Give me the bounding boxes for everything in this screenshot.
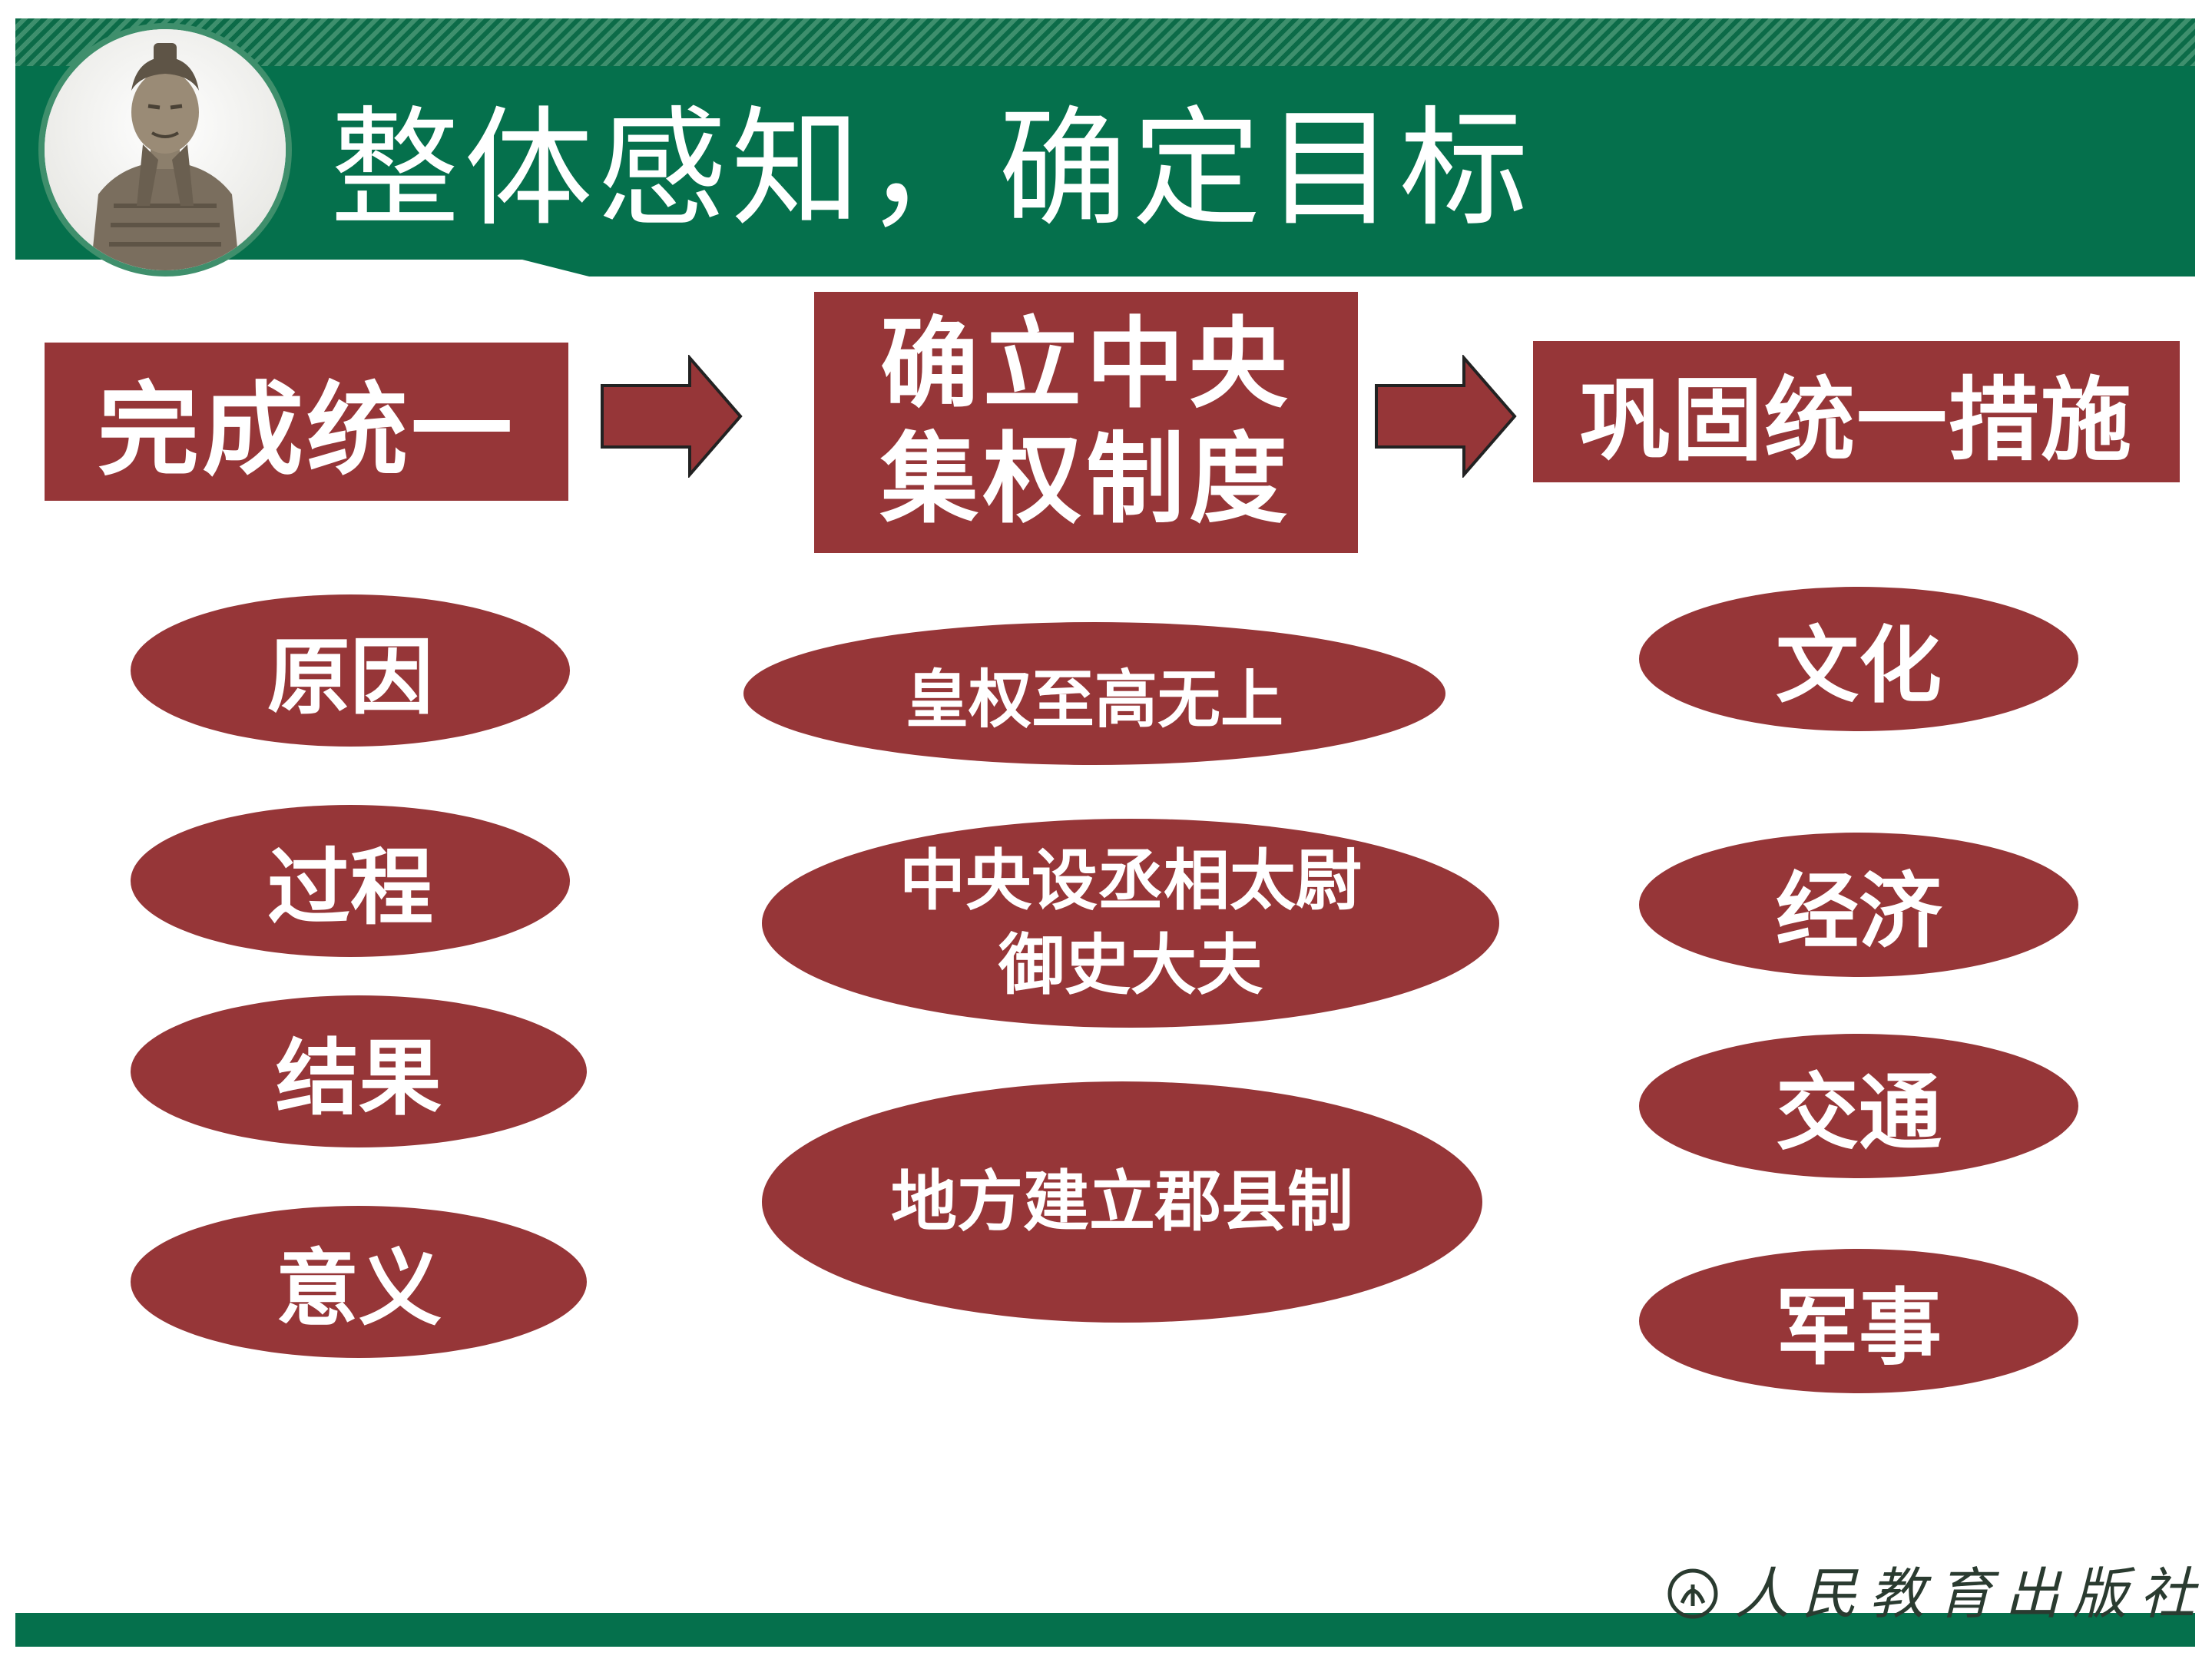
- terracotta-warrior-icon: [38, 23, 292, 276]
- header-stripe: [15, 18, 2195, 66]
- item-commandery-county-system: 地方建立郡县制: [762, 1081, 1482, 1323]
- item-label: 意义: [275, 1241, 442, 1337]
- item-significance: 意义: [131, 1206, 587, 1358]
- item-label: 经济: [1775, 864, 1942, 960]
- item-economy: 经济: [1639, 833, 2078, 977]
- item-label: 交通: [1775, 1065, 1942, 1161]
- arrow-right-icon: [601, 355, 743, 478]
- publisher-logo-icon: [1667, 1568, 1718, 1619]
- publisher-mark: 人民教育出版社: [1667, 1561, 2208, 1626]
- item-label: 皇权至高无上: [905, 663, 1283, 737]
- item-label: 地方建立郡县制: [891, 1164, 1353, 1240]
- heading-complete-unification: 完成统一: [45, 343, 568, 501]
- publisher-name: 人民教育出版社: [1734, 1561, 2208, 1626]
- heading-central-authority: 确立中央集权制度: [814, 292, 1358, 553]
- item-label: 原因: [267, 630, 433, 726]
- item-label: 过程: [267, 840, 433, 936]
- item-label: 结果: [275, 1031, 442, 1127]
- page-title: 整体感知，确定目标: [330, 94, 1533, 244]
- item-military: 军事: [1639, 1249, 2078, 1393]
- arrow-right-icon: [1375, 355, 1517, 478]
- header-bar: [15, 66, 2195, 260]
- heading-consolidation-measures: 巩固统一措施: [1533, 341, 2180, 482]
- item-process: 过程: [131, 805, 570, 957]
- item-label: 军事: [1775, 1280, 1942, 1376]
- item-label: 文化: [1775, 618, 1942, 714]
- item-culture: 文化: [1639, 587, 2078, 731]
- item-label: 中央设丞相太尉御史大夫: [899, 843, 1362, 1004]
- header-bar-tab: [522, 260, 2195, 276]
- item-transport: 交通: [1639, 1034, 2078, 1178]
- item-supreme-imperial-power: 皇权至高无上: [743, 622, 1445, 765]
- item-central-officials: 中央设丞相太尉御史大夫: [762, 819, 1499, 1028]
- footer-bar: [15, 1613, 2195, 1647]
- item-cause: 原因: [131, 594, 570, 747]
- item-result: 结果: [131, 995, 587, 1147]
